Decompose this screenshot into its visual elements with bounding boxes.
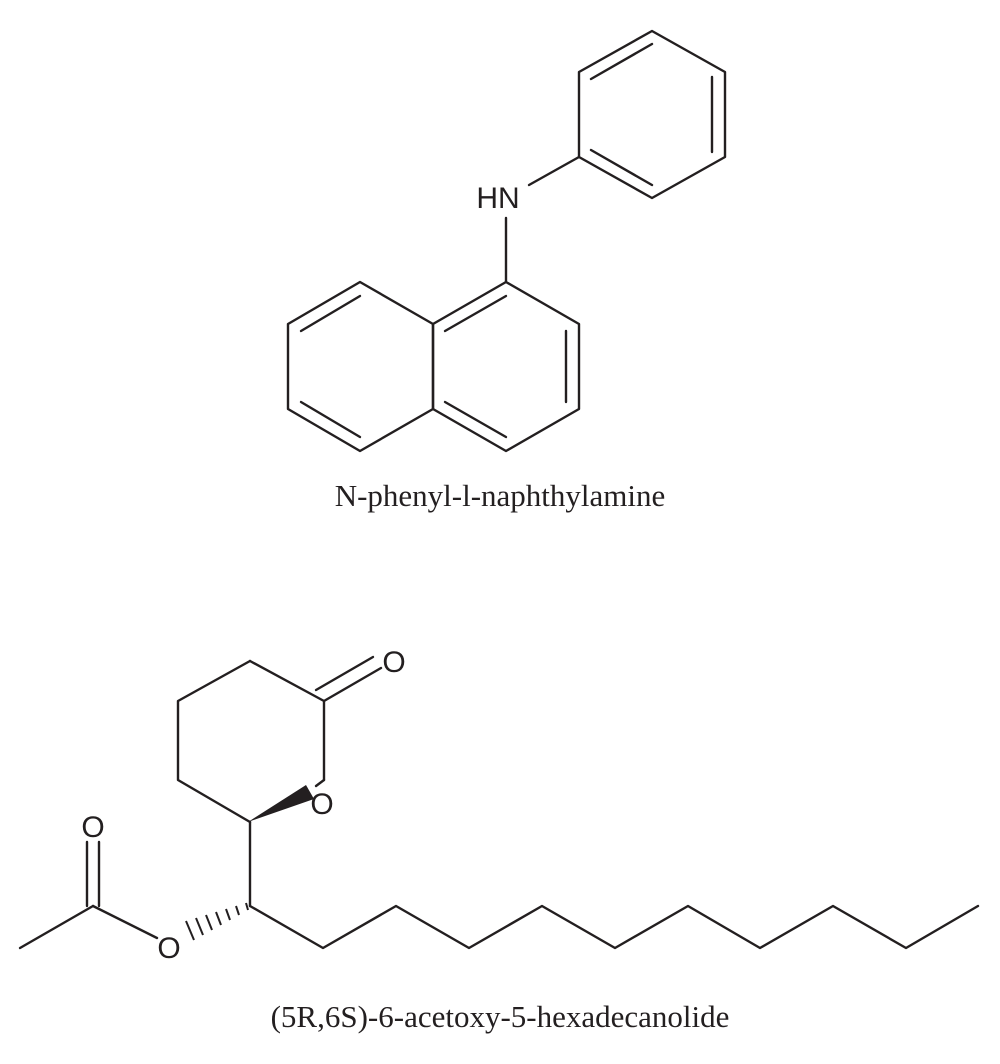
molecule-1-name: N-phenyl-l-naphthylamine (335, 478, 666, 513)
acetyl-carbonyl-o-label: O (81, 811, 104, 844)
lactone-carbonyl-o-label: O (382, 646, 405, 679)
lactone-carbonyl (314, 655, 383, 703)
nh-label: HN (476, 182, 519, 215)
molecule-2-name: (5R,6S)-6-acetoxy-5-hexadecanolide (271, 999, 730, 1034)
decyl-chain (248, 904, 980, 950)
n-phenyl-naphthylamine-structure: HN N-phenyl-l-naphthylamine (286, 29, 727, 513)
acetyl-group (18, 840, 159, 950)
ring-o-label: O (310, 788, 333, 821)
hash-bond (185, 902, 249, 941)
hexadecanolide-structure: O O O O (5R,6S)-6-acetoxy-5-hexadecanoli… (18, 646, 980, 1034)
naphthalene-rings (286, 280, 581, 453)
wedge-bond (248, 785, 314, 822)
ester-o-label: O (157, 932, 180, 965)
n-phenyl-bond (527, 155, 581, 187)
phenyl-ring (577, 29, 727, 200)
